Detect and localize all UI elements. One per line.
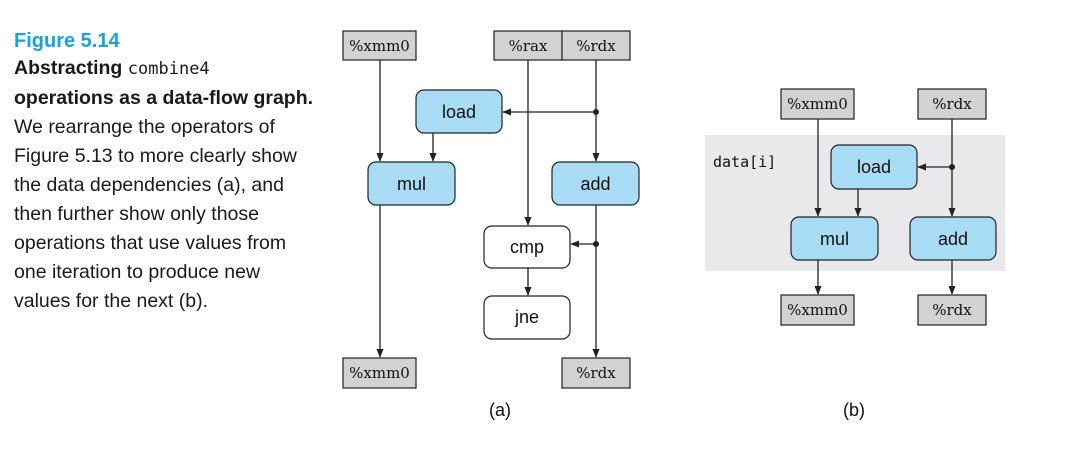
reg-b-xmm0-out-label: %xmm0: [787, 301, 848, 319]
junction-b-rdx-load: [949, 164, 955, 170]
op-jne-box: [483, 295, 571, 340]
caption-title-part1: Abstracting: [14, 57, 123, 79]
op-mul-box: [367, 161, 456, 206]
reg-b-rdx-out-box: [917, 294, 987, 326]
reg-xmm0-out-box: [342, 357, 417, 389]
op-b-mul-label: mul: [820, 229, 849, 249]
diagram-a: %xmm0 %rax %rdx %xmm0 %rdx load mul add …: [342, 30, 640, 420]
figure-label: Figure 5.14: [14, 30, 120, 52]
op-b-add-box: [909, 216, 997, 261]
reg-rax-in-box: [493, 30, 563, 61]
op-add-box: [551, 161, 640, 206]
reg-b-rdx-in-label: %rdx: [932, 95, 972, 113]
reg-rdx-in-box: [561, 30, 631, 61]
reg-rax-in-label: %rax: [509, 37, 548, 55]
reg-b-rdx-in-box: [917, 88, 987, 120]
diagram-b: data[i] %xmm0 %rdx %xmm0 %rdx load mul a…: [705, 88, 1005, 420]
op-b-mul-box: [790, 216, 879, 261]
reg-rdx-in-label: %rdx: [576, 37, 616, 55]
op-load-box: [415, 89, 503, 134]
op-b-load-label: load: [857, 157, 891, 177]
reg-b-xmm0-in-box: [780, 88, 855, 120]
reg-xmm0-in-box: [342, 30, 417, 61]
op-cmp-box: [483, 225, 571, 269]
caption-title-part2: operations as a data-flow graph.: [14, 87, 314, 109]
junction-rdx-load: [593, 109, 599, 115]
caption-body: We rearrange the operators of Figure 5.1…: [14, 116, 297, 312]
reg-b-xmm0-out-box: [780, 294, 855, 326]
op-cmp-label: cmp: [510, 237, 544, 257]
reg-xmm0-out-label: %xmm0: [349, 364, 410, 382]
junction-add-cmp: [593, 241, 599, 247]
op-b-load-box: [830, 144, 918, 190]
reg-xmm0-in-label: %xmm0: [349, 37, 410, 55]
reg-rdx-out-box: [561, 357, 631, 389]
op-b-add-label: add: [938, 229, 968, 249]
reg-b-rdx-out-label: %rdx: [932, 301, 972, 319]
reg-rdx-out-label: %rdx: [576, 364, 616, 382]
figure-caption: Figure 5.14 Abstracting combine4 operati…: [14, 28, 314, 316]
op-add-label: add: [580, 174, 610, 194]
op-mul-label: mul: [397, 174, 426, 194]
data-i-label: data[i]: [713, 153, 776, 171]
reg-b-xmm0-in-label: %xmm0: [787, 95, 848, 113]
caption-title-code: combine4: [127, 59, 210, 79]
diagram-a-label: (a): [489, 400, 511, 420]
op-jne-label: jne: [514, 307, 539, 327]
diagram-b-label: (b): [843, 400, 865, 420]
caption-text: Abstracting combine4 operations as a dat…: [14, 54, 314, 316]
op-load-label: load: [442, 102, 476, 122]
